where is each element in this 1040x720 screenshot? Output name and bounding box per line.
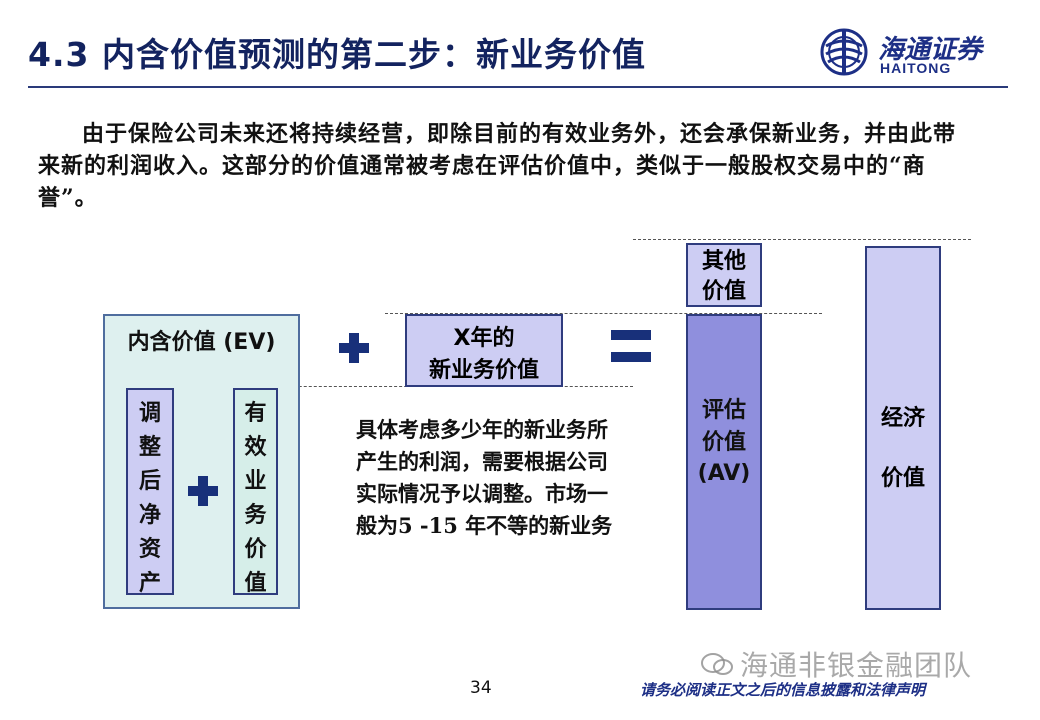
other-value-label: 其他 价值 bbox=[686, 246, 762, 306]
adjusted-net-assets-char: 整 bbox=[138, 434, 161, 460]
adjusted-net-assets-box: 调 整 后 净 资 产 bbox=[126, 388, 174, 596]
haitong-emblem-icon bbox=[820, 28, 868, 76]
new-business-value-line1: X年的 bbox=[453, 326, 515, 351]
dashed-line-lower bbox=[103, 386, 633, 387]
economic-value-line: 价值 bbox=[880, 465, 925, 491]
inforce-value-char: 务 bbox=[244, 502, 267, 528]
new-business-value-line2: 新业务价值 bbox=[428, 357, 539, 383]
economic-value-label: 经济 价值 bbox=[865, 388, 941, 508]
inforce-value-char: 有 bbox=[244, 400, 267, 426]
appraisal-value-line: 价值 bbox=[701, 429, 746, 455]
inforce-business-value-box: 有 效 业 务 价 值 bbox=[233, 388, 278, 596]
header-divider bbox=[28, 86, 1008, 88]
adjusted-net-assets-char: 产 bbox=[138, 570, 161, 596]
watermark-text: 海通非银金融团队 bbox=[740, 649, 973, 682]
inforce-value-char: 价 bbox=[244, 536, 267, 562]
dashed-line-top bbox=[633, 239, 971, 240]
page-title: 4.3 内含价值预测的第二步：新业务价值 bbox=[28, 35, 646, 74]
inforce-value-char: 值 bbox=[244, 570, 267, 596]
inforce-value-char: 业 bbox=[244, 468, 267, 494]
new-business-value-box bbox=[405, 314, 563, 387]
inforce-business-value-label: 有 效 业 务 价 值 bbox=[235, 390, 276, 600]
intro-paragraph: 由于保险公司未来还将持续经营，即除目前的有效业务外，还会承保新业务，并由此带来新… bbox=[38, 121, 957, 211]
wechat-icon bbox=[701, 653, 733, 675]
new-business-note: 具体考虑多少年的新业务所产生的利润，需要根据公司实际情况予以调整。市场一般为5 … bbox=[356, 417, 613, 538]
dashed-line-middle bbox=[385, 313, 822, 314]
logo-chinese-text: 海通证券 bbox=[878, 35, 983, 65]
adjusted-net-assets-char: 资 bbox=[138, 536, 161, 562]
appraisal-value-line: (AV) bbox=[697, 461, 751, 486]
other-value-line: 其他 bbox=[701, 248, 746, 274]
page-number: 34 bbox=[470, 678, 492, 698]
embedded-value-title: 内含价值 (EV) bbox=[127, 330, 276, 355]
adjusted-net-assets-char: 调 bbox=[138, 400, 161, 426]
logo-english-text: HAITONG bbox=[880, 60, 952, 76]
adjusted-net-assets-label: 调 整 后 净 资 产 bbox=[128, 390, 172, 600]
economic-value-box bbox=[865, 246, 941, 610]
appraisal-value-line: 评估 bbox=[701, 397, 746, 423]
appraisal-value-box bbox=[686, 314, 762, 610]
economic-value-line: 经济 bbox=[880, 405, 925, 431]
inforce-value-char: 效 bbox=[244, 434, 267, 460]
equals-icon bbox=[611, 330, 651, 364]
other-value-line: 价值 bbox=[701, 278, 746, 304]
adjusted-net-assets-char: 净 bbox=[138, 502, 161, 528]
plus-icon bbox=[339, 333, 369, 363]
other-value-box bbox=[686, 243, 762, 307]
disclaimer-text: 请务必阅读正文之后的信息披露和法律声明 bbox=[640, 681, 926, 699]
appraisal-value-label: 评估 价值 (AV) bbox=[686, 394, 762, 490]
plus-icon bbox=[188, 476, 218, 506]
adjusted-net-assets-char: 后 bbox=[138, 468, 161, 494]
haitong-logo bbox=[820, 28, 868, 76]
